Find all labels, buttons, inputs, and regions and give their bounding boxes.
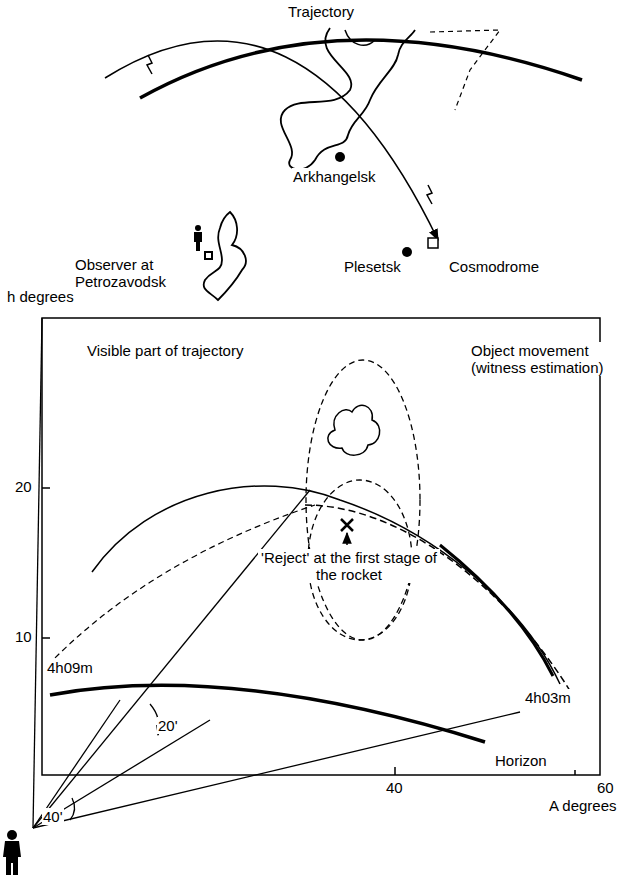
city-label: Observer at Petrozavodsk	[74, 256, 202, 290]
leader-arrow	[346, 533, 348, 545]
tick	[42, 637, 50, 639]
tick-label: 40	[385, 779, 404, 796]
coast-detail	[345, 30, 375, 45]
low-trajectory	[50, 685, 485, 742]
tick	[574, 770, 576, 775]
sight-ray	[33, 318, 42, 828]
flash-mark	[427, 185, 432, 204]
trajectory-line	[105, 41, 438, 240]
curve-label: Object movement (witness estimation)	[470, 342, 622, 376]
city-label: Arkhangelsk	[292, 168, 377, 185]
reject-mark	[341, 519, 353, 531]
tick-label: 10	[14, 628, 33, 645]
chart	[33, 318, 600, 828]
curve-label: Horizon	[494, 752, 548, 769]
cosmodrome-square	[428, 238, 438, 248]
sight-ray	[33, 700, 120, 828]
chart-frame	[42, 318, 600, 775]
tick-label: 60	[596, 779, 615, 796]
city-label: Plesetsk	[343, 258, 402, 275]
dashed-trajectory	[48, 505, 315, 665]
observer-square	[205, 252, 212, 259]
sight-ray	[33, 720, 210, 828]
time-label: 4h03m	[524, 689, 572, 706]
site-label: Cosmodrome	[448, 258, 540, 275]
visible-trajectory	[92, 486, 560, 684]
tick-label: 20	[14, 478, 33, 495]
angle-arc	[70, 798, 75, 820]
city-dot	[402, 247, 412, 257]
observer-figure	[3, 830, 21, 875]
sight-ray	[33, 712, 520, 828]
curve-label: Visible part of trajectory	[86, 342, 244, 359]
sight-ray	[33, 490, 310, 828]
observer-figure	[194, 225, 202, 251]
tick	[42, 487, 50, 489]
tick	[394, 767, 396, 775]
object-movement	[305, 505, 572, 694]
object-movement-solid	[440, 545, 553, 676]
visibility-arc	[140, 40, 582, 98]
cloud-blob	[328, 405, 380, 455]
observation-ellipse	[306, 360, 420, 640]
city-dot	[335, 152, 345, 162]
flash-mark	[147, 55, 152, 74]
axis-title: h degrees	[6, 288, 75, 305]
angle-label: 40'	[42, 808, 64, 825]
annotation: 'Reject' at the first stage of the rocke…	[258, 549, 440, 583]
white-sea-coast	[281, 28, 415, 169]
axis-title: A degrees	[548, 797, 618, 814]
time-label: 4h09m	[46, 659, 94, 676]
lake-onega	[204, 212, 246, 300]
angle-label: 20'	[157, 717, 179, 734]
map-label: Trajectory	[287, 3, 355, 20]
dashed-track	[430, 30, 500, 110]
